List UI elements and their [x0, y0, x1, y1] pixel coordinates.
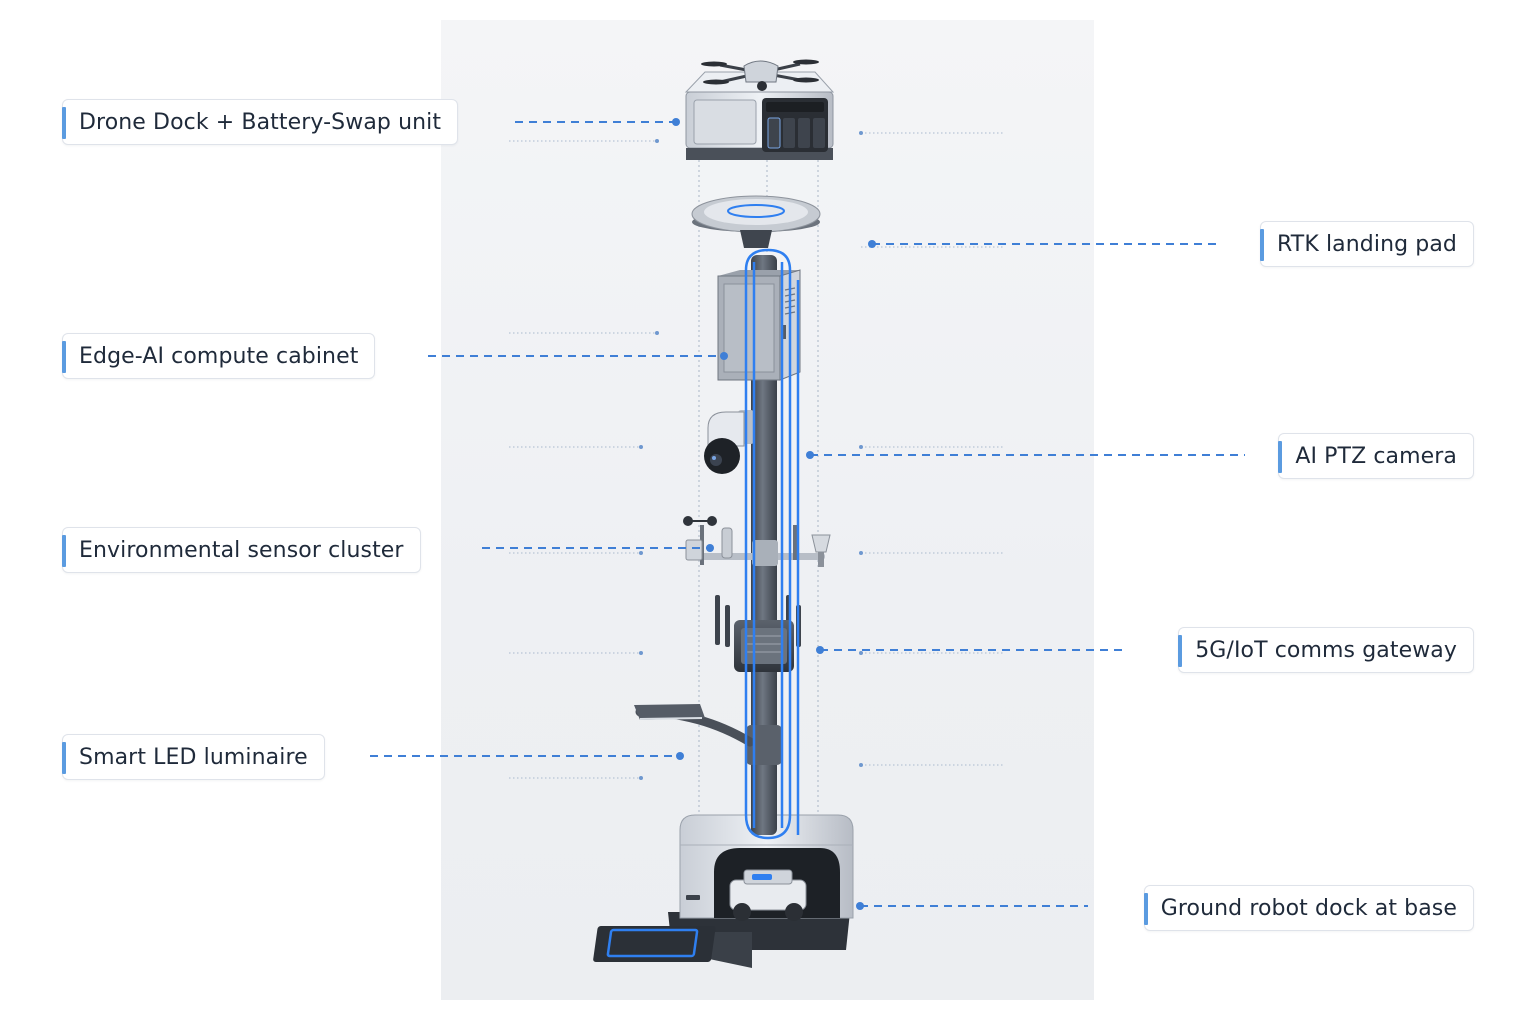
- label-led-luminaire: Smart LED luminaire: [79, 745, 308, 770]
- callout-env-sensor: Environmental sensor cluster: [62, 527, 421, 573]
- label-comms-gateway: 5G/IoT comms gateway: [1195, 638, 1457, 663]
- label-ptz-camera: AI PTZ camera: [1295, 444, 1457, 469]
- label-robot-dock: Ground robot dock at base: [1161, 896, 1457, 921]
- callout-robot-dock: Ground robot dock at base: [1144, 885, 1474, 931]
- callout-comms-gateway: 5G/IoT comms gateway: [1178, 627, 1474, 673]
- leader-lines: [370, 122, 1245, 906]
- robot-dock-structure: [593, 815, 853, 968]
- label-env-sensor: Environmental sensor cluster: [79, 538, 404, 563]
- label-rtk-pad: RTK landing pad: [1277, 232, 1457, 257]
- callout-drone-dock: Drone Dock + Battery-Swap unit: [62, 99, 458, 145]
- callout-edge-ai: Edge-AI compute cabinet: [62, 333, 375, 379]
- edge-ai-cabinet-structure: [718, 270, 800, 380]
- callout-rtk-pad: RTK landing pad: [1260, 221, 1474, 267]
- label-drone-dock: Drone Dock + Battery-Swap unit: [79, 110, 441, 135]
- led-luminaire-structure: [634, 704, 750, 742]
- label-edge-ai: Edge-AI compute cabinet: [79, 344, 358, 369]
- rtk-landing-pad-structure: [692, 196, 820, 248]
- callout-ptz-camera: AI PTZ camera: [1278, 433, 1474, 479]
- callout-led-luminaire: Smart LED luminaire: [62, 734, 325, 780]
